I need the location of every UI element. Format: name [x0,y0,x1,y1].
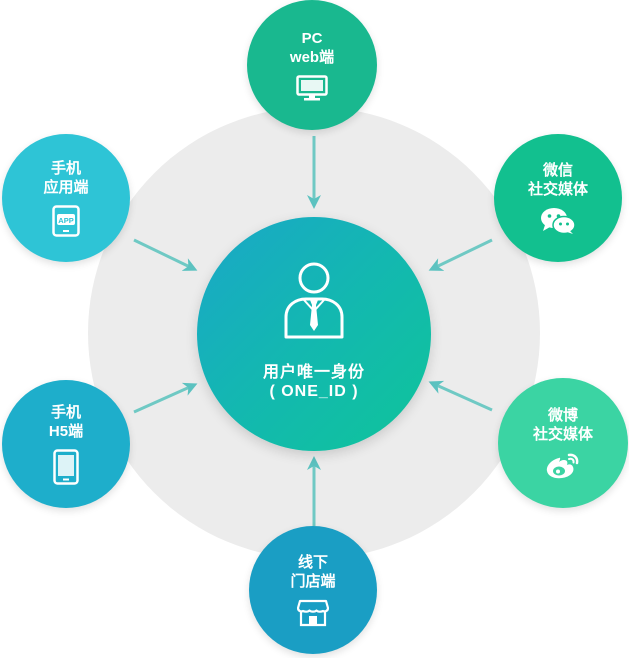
node-wechat: 微信 社交媒体 [494,134,622,262]
wechat-icon [540,207,576,235]
node-store-line1: 线下 [297,554,328,571]
monitor-icon [296,75,328,101]
arrow-h5 [133,382,198,414]
node-pc-line1: PC [301,30,323,47]
center-subtitle: ( ONE_ID ) [269,383,359,400]
node-h5-line2: H5端 [48,423,84,440]
node-weibo-line2: 社交媒体 [532,426,593,443]
node-pc-web: PC web端 [247,0,377,130]
arrow-app [133,238,198,271]
mobile-icon [53,449,79,485]
node-app-line2: 应用端 [43,179,89,196]
weibo-icon [545,452,581,480]
node-weibo: 微博 社交媒体 [498,378,628,508]
store-icon [296,599,330,627]
node-offline-store: 线下 门店端 [249,526,377,654]
node-weibo-line1: 微博 [547,407,578,424]
app-icon: APP [52,205,80,237]
node-store-line2: 门店端 [290,573,336,590]
center-title: 用户唯一身份 [262,364,365,381]
node-mobile-app: 手机 应用端 APP [2,134,130,262]
user-icon [282,261,346,344]
node-mobile-h5: 手机 H5端 [2,380,130,508]
arrow-wechat [428,238,493,271]
arrow-weibo [428,380,493,412]
node-pc-line2: web端 [289,49,335,66]
center-one-id: 用户唯一身份 ( ONE_ID ) [197,217,431,451]
node-wechat-line1: 微信 [542,162,573,179]
svg-text:APP: APP [58,216,73,225]
node-h5-line1: 手机 [50,404,81,421]
node-wechat-line2: 社交媒体 [527,181,588,198]
node-app-line1: 手机 [50,160,81,177]
